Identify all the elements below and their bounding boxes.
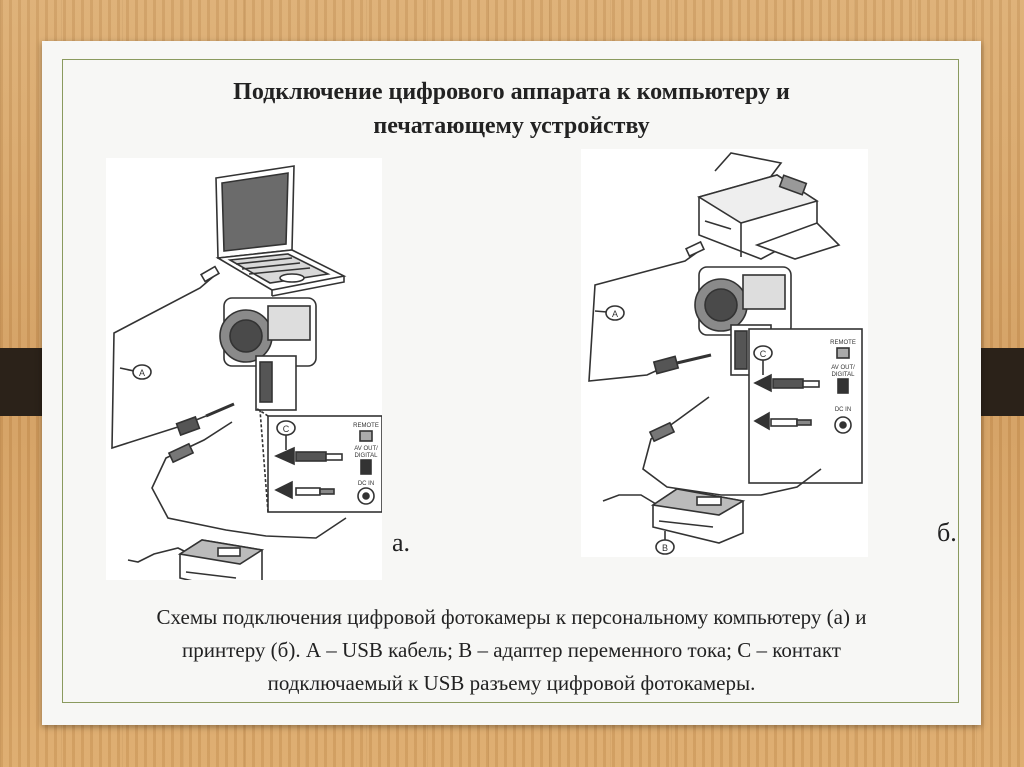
figure-camera-to-printer: A REMOTE AV OUT/ DIGITAL DC IN xyxy=(581,149,868,557)
svg-text:REMOTE: REMOTE xyxy=(830,340,856,346)
svg-text:A: A xyxy=(139,368,145,378)
callout-c: C xyxy=(276,420,296,450)
camera-illustration xyxy=(219,297,317,411)
svg-text:REMOTE: REMOTE xyxy=(353,423,379,429)
svg-text:DC IN: DC IN xyxy=(358,481,374,487)
svg-text:AV OUT/: AV OUT/ xyxy=(831,365,855,371)
svg-text:C: C xyxy=(760,349,767,359)
svg-text:AV OUT/: AV OUT/ xyxy=(354,446,378,452)
svg-text:DIGITAL: DIGITAL xyxy=(355,453,379,459)
callout-c: C xyxy=(753,345,773,375)
callout-a: A xyxy=(119,364,152,380)
svg-text:DIGITAL: DIGITAL xyxy=(832,372,856,378)
usb-cable-a xyxy=(588,240,712,382)
svg-text:DC IN: DC IN xyxy=(835,407,851,413)
printer-illustration xyxy=(697,152,841,260)
slide-paper: Подключение цифрового аппарата к компьют… xyxy=(42,41,981,725)
svg-text:C: C xyxy=(283,424,290,434)
camera-illustration xyxy=(694,266,792,376)
usb-cable-a xyxy=(111,265,235,450)
figure-b-label: б. xyxy=(937,518,957,547)
figure-a-label: а. xyxy=(392,528,411,557)
title-line-2: печатающему устройству xyxy=(373,113,650,139)
slide-frame xyxy=(62,59,959,703)
svg-text:B: B xyxy=(662,543,668,553)
figure-camera-to-computer: A REMOTE AV OUT/ DIGITAL DC xyxy=(106,158,382,580)
callout-b: B xyxy=(655,531,675,555)
camera-port-panel: REMOTE AV OUT/ DIGITAL DC IN xyxy=(255,407,382,513)
laptop-illustration xyxy=(215,165,347,297)
svg-text:A: A xyxy=(612,309,618,319)
title-line-1: Подключение цифрового аппарата к компьют… xyxy=(233,79,790,105)
caption-line-3: подключаемый к USB разъему цифровой фото… xyxy=(267,671,756,695)
callout-a: A xyxy=(594,305,625,321)
caption-line-1: Схемы подключения цифровой фотокамеры к … xyxy=(156,605,867,629)
ac-adapter-b xyxy=(602,396,822,544)
caption-line-2: принтеру (б). А – USB кабель; В – адапте… xyxy=(182,638,841,662)
figure-caption: Схемы подключения цифровой фотокамеры к … xyxy=(62,601,961,700)
slide-title: Подключение цифрового аппарата к компьют… xyxy=(42,75,981,143)
ac-adapter-b xyxy=(127,421,347,580)
